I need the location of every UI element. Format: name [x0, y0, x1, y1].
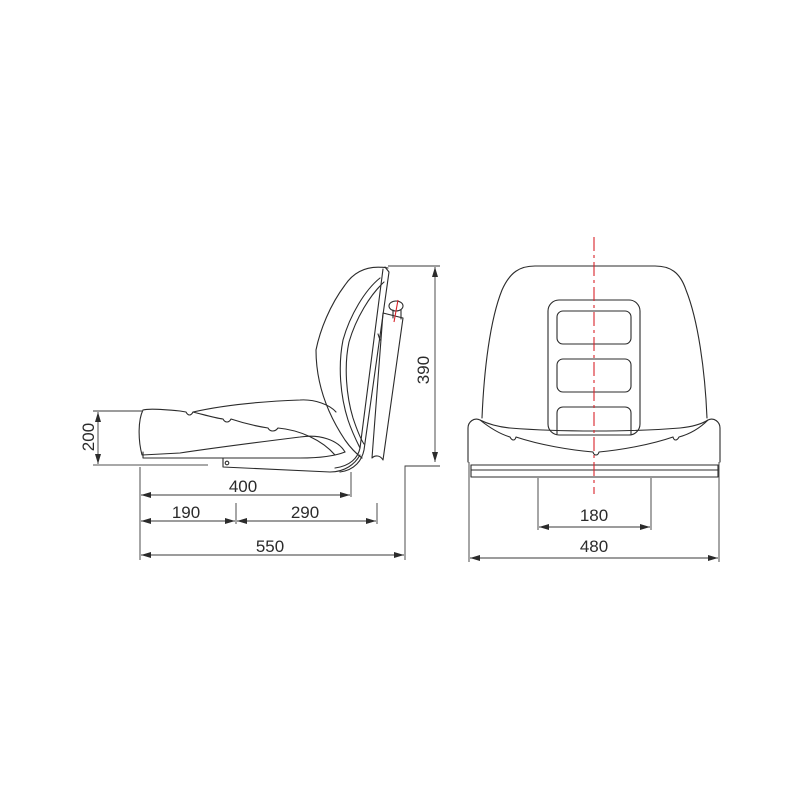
front-view: 180 480 [467, 237, 721, 562]
adjustment-rod [371, 312, 404, 461]
front-seat-base [470, 464, 719, 478]
seat-cushion [138, 399, 346, 456]
front-seat-contour [479, 419, 709, 456]
bracket-bolt [224, 460, 230, 466]
dim-290-label: 290 [291, 503, 319, 522]
backrest-shell [315, 266, 389, 459]
side-view: 390 200 400 190 290 550 [79, 265, 440, 560]
knob-centerline [393, 299, 399, 323]
backrest-frame [334, 266, 390, 473]
dim-180-label: 180 [580, 506, 608, 525]
dim-190-label: 190 [172, 503, 200, 522]
dim-400-label: 400 [229, 477, 257, 496]
adjustment-knob-stem [392, 309, 402, 320]
front-seat-cushion [467, 418, 721, 463]
backrest-inner [339, 277, 381, 449]
dim-390-label: 390 [414, 356, 433, 384]
seat-cushion-base [142, 451, 346, 459]
front-backrest-shell [481, 265, 708, 419]
seat-cushion-lower-groove [192, 411, 336, 456]
dim-200-label: 200 [79, 423, 98, 451]
backrest-inner-2 [345, 281, 385, 445]
ext-550-right [404, 465, 440, 560]
dim-480-label: 480 [580, 537, 608, 556]
dim-550-label: 550 [256, 537, 284, 556]
mounting-bracket [222, 454, 361, 473]
